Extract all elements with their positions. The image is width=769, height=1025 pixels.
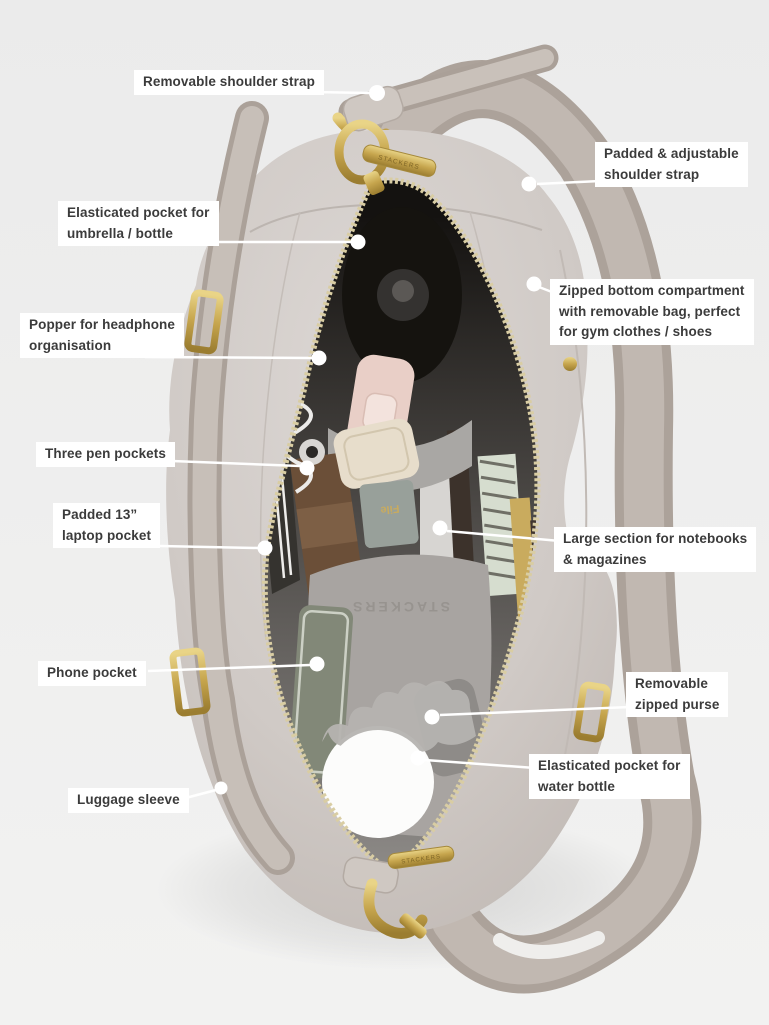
- annotation-large-section-notebooks: Large section for notebooks & magazines: [554, 527, 757, 572]
- annotation-elasticated-pocket-water-bottle: Elasticated pocket for water bottle: [529, 754, 690, 799]
- annotation-three-pen-pockets: Three pen pockets: [36, 442, 175, 467]
- snap-hook-arm: [399, 913, 427, 939]
- annotation-popper-headphone-organisation: Popper for headphone organisation: [20, 313, 185, 358]
- file-case: File: [359, 479, 419, 549]
- annotation-phone-pocket: Phone pocket: [38, 661, 146, 686]
- annotation-luggage-sleeve: Luggage sleeve: [68, 788, 189, 813]
- annotation-elasticated-pocket-umbrella: Elasticated pocket for umbrella / bottle: [58, 201, 219, 246]
- padded-shoulder-strap: [371, 60, 702, 994]
- svg-text:File: File: [380, 502, 400, 516]
- bottom-hardware: STACKERS: [342, 845, 455, 939]
- zipper-pull-bar-top: [362, 144, 437, 177]
- annotation-padded-adjustable-shoulder-strap: Padded & adjustable shoulder strap: [595, 142, 748, 187]
- zipper-teeth: [261, 177, 541, 876]
- handle-ring-bottom: [169, 647, 211, 717]
- annotation-zipped-bottom-compartment: Zipped bottom compartment with removable…: [550, 279, 754, 345]
- water-bottle-pocket: [322, 680, 476, 838]
- left-handle: [169, 101, 611, 875]
- annotation-removable-shoulder-strap: Removable shoulder strap: [134, 70, 324, 95]
- zipper-pull-bar-bottom: [387, 845, 455, 869]
- side-popper: [563, 357, 577, 371]
- zipper-slider-top: [363, 170, 385, 196]
- handle-ring-top: [184, 289, 224, 355]
- annotation-removable-zipped-purse: Removable zipped purse: [626, 672, 729, 717]
- bag-contents: File STACKERS: [264, 207, 538, 840]
- cream-case: [333, 418, 420, 489]
- svg-text:STACKERS: STACKERS: [401, 854, 441, 865]
- top-hardware: STACKERS: [334, 85, 437, 196]
- svg-text:STACKERS: STACKERS: [350, 599, 450, 615]
- annotation-padded-laptop-pocket: Padded 13” laptop pocket: [53, 503, 161, 548]
